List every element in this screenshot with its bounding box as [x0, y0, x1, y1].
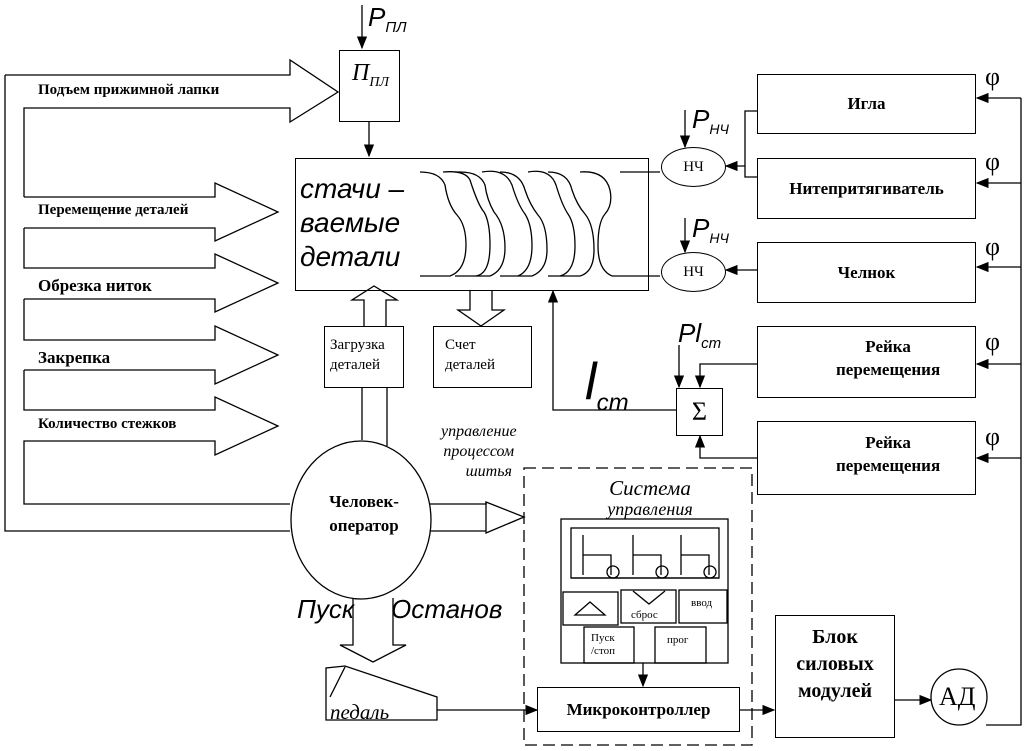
p-nch-top: PНЧ	[692, 104, 729, 138]
sigma-label: Σ	[691, 397, 708, 426]
phi-label-4: φ	[985, 327, 1001, 356]
count-parts-block	[433, 326, 532, 388]
phi-label-3: φ	[985, 232, 1001, 261]
mcu-block: Микроконтроллер	[537, 687, 740, 732]
shuttle-label: Челнок	[837, 262, 896, 282]
stop-label: Останов	[391, 594, 503, 624]
nch-node-2: НЧ	[661, 252, 726, 292]
needle-block: Игла	[757, 74, 976, 134]
sewn-parts-block	[295, 158, 649, 291]
phi-label-2: φ	[985, 147, 1001, 176]
shuttle-block: Челнок	[757, 242, 976, 303]
operator-circle	[290, 440, 432, 600]
tack-label: Закрепка	[38, 348, 111, 367]
key-reset[interactable]: сброс	[631, 609, 658, 621]
mcu-label: Микроконтроллер	[566, 699, 711, 719]
sum-block: Σ	[676, 388, 723, 436]
needle-label: Игла	[847, 94, 886, 113]
pedal-label: педаль	[330, 700, 390, 724]
rail-vertical-block	[757, 326, 976, 398]
operator-label: Человек-оператор	[329, 492, 399, 535]
phi-label-1: φ	[985, 62, 1001, 91]
key-start-stop[interactable]: Пуск/стоп	[591, 632, 615, 657]
power-block	[775, 615, 895, 738]
p-nch-bottom: PНЧ	[692, 213, 729, 247]
presser-foot-block	[339, 50, 400, 122]
cut-label: Обрезка ниток	[38, 276, 152, 295]
start-label: Пуск	[297, 594, 355, 624]
l-st-label: lст	[585, 353, 629, 417]
motor-circle	[930, 668, 988, 726]
move-label: Перемещение деталей	[38, 202, 189, 218]
motor-label: АД	[939, 682, 976, 711]
rail-horizontal-block	[757, 421, 976, 495]
nch-node-1: НЧ	[661, 147, 726, 187]
lift-arrow	[5, 58, 340, 197]
p-pl-block-label: ППЛ	[352, 60, 389, 90]
pl-st-label: Plст	[678, 318, 722, 353]
lift-label: Подъем прижимной лапки	[38, 82, 220, 98]
key-up[interactable]	[573, 600, 613, 620]
key-prog[interactable]: прог	[667, 634, 689, 646]
process-control-label: управление процессом шитья	[441, 423, 517, 480]
takeup-label: Нитепритягиватель	[789, 178, 944, 198]
load-parts-block	[324, 326, 404, 388]
p-pl-input: PПЛ	[368, 2, 407, 37]
phi-label-5: φ	[985, 422, 1001, 451]
takeup-block: Нитепритягиватель	[757, 158, 976, 219]
sewn-parts-label: стачи – ваемые детали	[300, 173, 405, 272]
key-enter[interactable]: ввод	[691, 597, 713, 609]
nch-label-2: НЧ	[683, 263, 704, 280]
count-stitches-label: Количество стежков	[38, 416, 177, 432]
nch-label-1: НЧ	[683, 158, 704, 175]
